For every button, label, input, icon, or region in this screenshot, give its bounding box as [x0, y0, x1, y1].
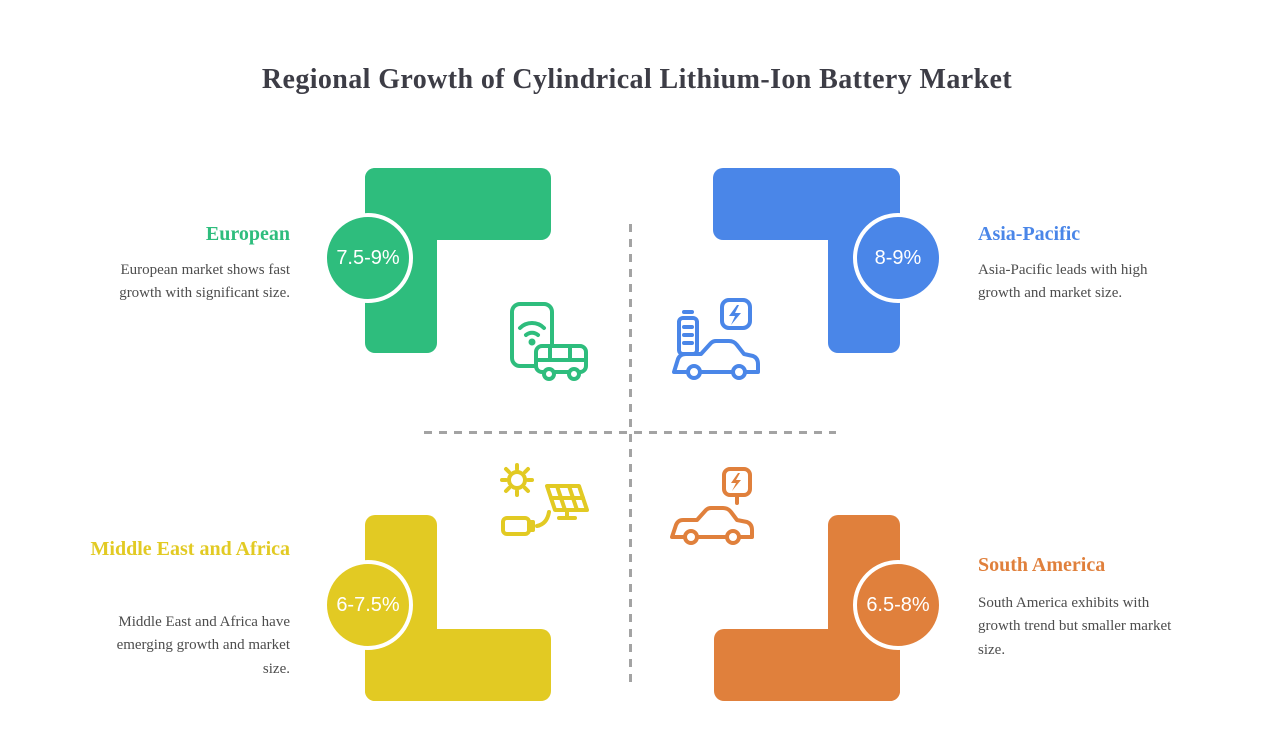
page-title: Regional Growth of Cylindrical Lithium-I…: [261, 64, 1013, 95]
solar-energy-icon: [495, 460, 595, 560]
european-growth-badge: 7.5-9%: [323, 213, 413, 303]
middle-east-africa-heading: Middle East and Africa: [90, 538, 290, 560]
south-america-growth-value: 6.5-8%: [866, 593, 930, 616]
middle-east-africa-description: Middle East and Africa have emerging gro…: [116, 614, 290, 677]
horizontal-divider: [424, 431, 836, 434]
ev-battery-charging-icon: [666, 296, 766, 396]
european-heading: European: [205, 223, 290, 245]
vertical-divider: [629, 224, 632, 682]
asia-pacific-growth-badge: 8-9%: [853, 213, 943, 303]
middle-east-africa-growth-badge: 6-7.5%: [323, 560, 413, 650]
middle-east-africa-growth-value: 6-7.5%: [336, 593, 400, 616]
south-america-heading: South America: [978, 554, 1106, 576]
asia-pacific-heading: Asia-Pacific: [978, 223, 1081, 245]
south-america-growth-badge: 6.5-8%: [853, 560, 943, 650]
south-america-description: South America exhibits with growth trend…: [978, 595, 1172, 658]
european-description: European market shows fast growth with s…: [119, 262, 290, 302]
asia-pacific-growth-value: 8-9%: [874, 246, 922, 269]
middle-east-africa-corner-shape: [365, 515, 551, 701]
european-growth-value: 7.5-9%: [336, 246, 400, 269]
ev-charging-station-icon: [666, 463, 766, 563]
phone-wifi-vehicle-icon: [492, 298, 592, 398]
asia-pacific-description: Asia-Pacific leads with high growth and …: [978, 262, 1148, 302]
